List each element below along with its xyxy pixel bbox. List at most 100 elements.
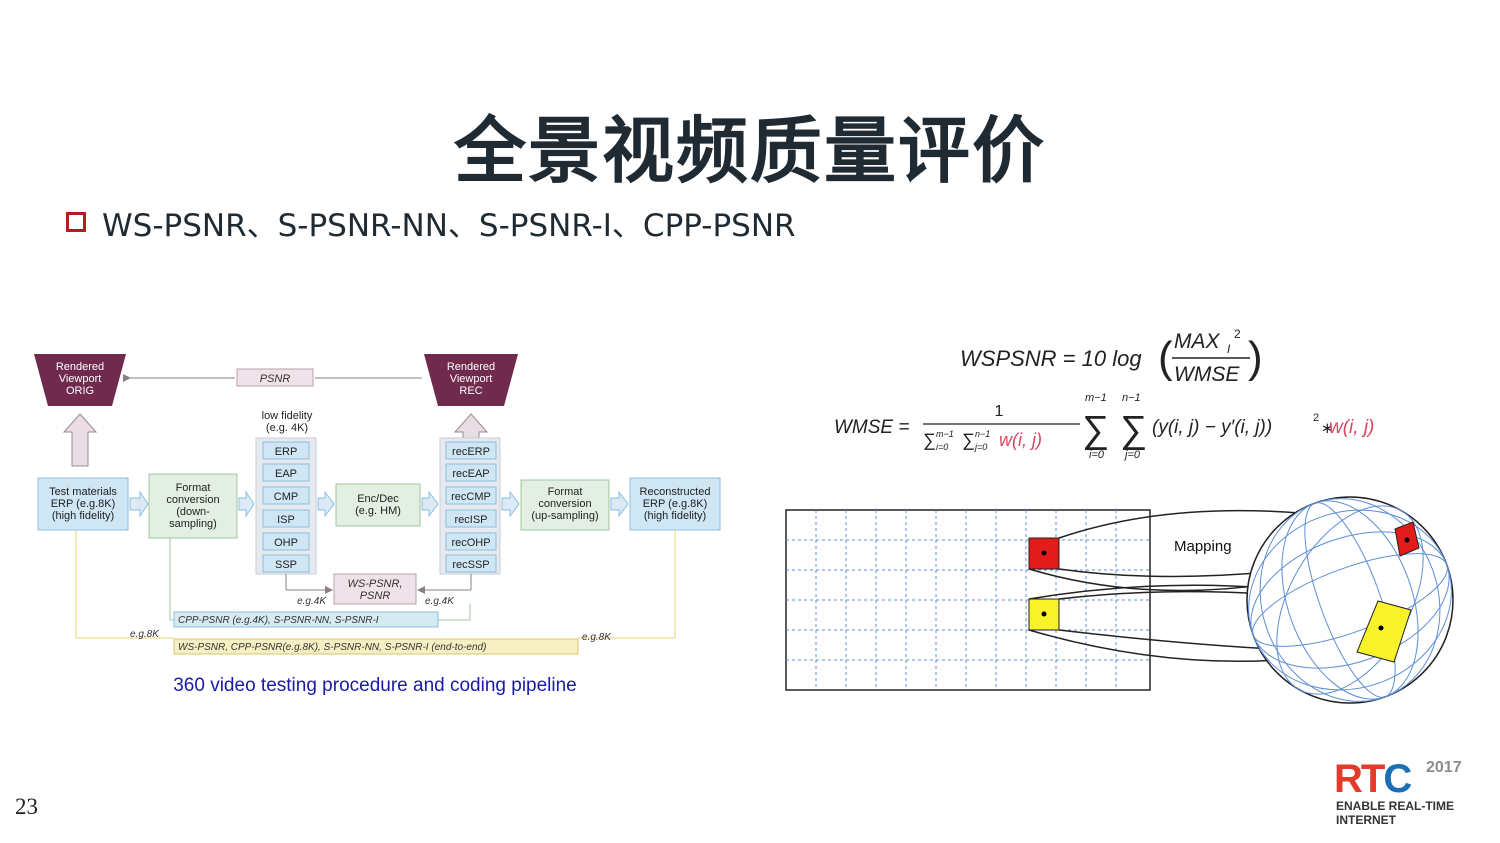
numerator-one: 1 xyxy=(995,403,1004,420)
format-rec-erp: recERP xyxy=(445,441,497,460)
rec-format-label: recISP xyxy=(454,514,487,526)
encdec-box: Enc/Dec (e.g. HM) xyxy=(335,483,421,527)
ws-psnr-line-2: PSNR xyxy=(360,590,391,602)
ws-end-to-end-box: WS-PSNR, CPP-PSNR(e.g.8K), S-PSNR-NN, S-… xyxy=(173,638,579,655)
format-label: ISP xyxy=(277,514,295,526)
up-arrow-left-icon xyxy=(62,413,98,467)
arrow-right-icon xyxy=(238,490,255,518)
orig-viewport-box: Rendered Viewport ORIG xyxy=(34,354,126,406)
yellow-patch-sphere xyxy=(1356,600,1412,663)
max-sub: I xyxy=(1227,342,1231,356)
rec-viewport-line-3: REC xyxy=(459,385,482,397)
den-sum-j-sub: j=0 xyxy=(974,442,987,452)
cpp-psnr-box: CPP-PSNR (e.g.4K), S-PSNR-NN, S-PSNR-I xyxy=(173,611,439,628)
orig-viewport-line-2: Viewport xyxy=(59,373,102,385)
den-sum-j-sup: n−1 xyxy=(975,429,990,439)
reconstructed-line-3: (high fidelity) xyxy=(644,510,706,522)
arrow-right-icon xyxy=(501,490,520,518)
format-isp: ISP xyxy=(262,509,310,528)
format-eap: EAP xyxy=(262,463,310,482)
coding-pipeline-diagram: Rendered Viewport ORIG Rendered Viewport… xyxy=(34,354,721,696)
den-sum-i-sup: m−1 xyxy=(936,429,954,439)
psnr-label: PSNR xyxy=(260,373,291,385)
rtc-logo-c: C xyxy=(1383,757,1412,801)
arrow-right-icon xyxy=(317,490,335,518)
format-rec-ohp: recOHP xyxy=(445,532,497,551)
big-sum-i-sub: i=0 xyxy=(1089,449,1105,461)
page-title: 全景视频质量评价 xyxy=(453,109,1046,193)
format-down-line-1: Format xyxy=(176,482,211,494)
rtc-logo-r: R xyxy=(1334,757,1363,801)
cpp-psnr-label: CPP-PSNR (e.g.4K), S-PSNR-NN, S-PSNR-I xyxy=(178,615,379,626)
format-label: SSP xyxy=(275,559,297,571)
format-rec-isp: recISP xyxy=(445,509,497,528)
format-label: EAP xyxy=(275,468,297,480)
ws-psnr-line-1: WS-PSNR, xyxy=(348,578,403,590)
square-bullet-icon xyxy=(66,212,86,232)
format-down-line-3: (down- xyxy=(176,506,210,518)
big-sum-j: ∑ xyxy=(1120,409,1147,451)
den-sum-i-sub: i=0 xyxy=(936,442,948,452)
wmse-denominator: WMSE xyxy=(1174,363,1240,386)
rec-viewport-line-2: Viewport xyxy=(450,373,493,385)
test-materials-box: Test materials ERP (e.g.8K) (high fideli… xyxy=(37,477,129,531)
format-rec-ssp: recSSP xyxy=(445,554,497,573)
reconstructed-box: Reconstructed ERP (e.g.8K) (high fidelit… xyxy=(629,477,721,531)
big-sum-j-sub: j=0 xyxy=(1123,449,1141,461)
format-rec-eap: recEAP xyxy=(445,463,497,482)
rtc-logo-mark: RTC xyxy=(1334,757,1412,802)
left-paren: ( xyxy=(1158,333,1173,382)
page-number: 23 xyxy=(15,794,38,819)
mapping-label: Mapping xyxy=(1174,538,1232,555)
rtc-logo-year: 2017 xyxy=(1426,759,1462,776)
format-cmp: CMP xyxy=(262,486,310,505)
eg8k-left-label: e.g.8K xyxy=(130,629,160,640)
big-sum-i-sup: m−1 xyxy=(1085,392,1107,404)
arrow-right-icon xyxy=(610,490,629,518)
weight-term-den: w(i, j) xyxy=(999,430,1042,450)
reconstructed-line-2: ERP (e.g.8K) xyxy=(643,498,708,510)
rec-format-stack xyxy=(439,437,501,575)
arrow-right-icon xyxy=(421,490,439,518)
eg4k-left-label: e.g.4K xyxy=(297,596,327,607)
rec-format-label: recEAP xyxy=(452,468,489,480)
orig-viewport-line-1: Rendered xyxy=(56,361,104,373)
format-label: CMP xyxy=(274,491,298,503)
rtc-tagline-line-1: ENABLE REAL-TIME xyxy=(1336,799,1454,813)
big-sum-i: ∑ xyxy=(1082,409,1109,451)
format-up-line-3: (up-sampling) xyxy=(531,510,598,522)
eg4k-right-label: e.g.4K xyxy=(425,596,455,607)
format-down-box: Format conversion (down- sampling) xyxy=(148,473,238,539)
format-up-box: Format conversion (up-sampling) xyxy=(520,479,610,531)
encdec-line-2: (e.g. HM) xyxy=(355,505,401,517)
big-sum-j-sup: n−1 xyxy=(1122,392,1141,404)
low-fidelity-line-2: (e.g. 4K) xyxy=(266,422,308,434)
max-sup: 2 xyxy=(1234,327,1241,341)
ws-psnr-formula-and-mapping: WSPSNR = 10 log ( MAX I 2 WMSE ) WMSE = … xyxy=(785,327,1454,704)
test-materials-line-3: (high fidelity) xyxy=(52,510,114,522)
diff-sup: 2 xyxy=(1313,412,1319,424)
eg8k-right-label: e.g.8K xyxy=(582,632,612,643)
wmse-lhs: WMSE = xyxy=(834,417,909,438)
max-term: MAX xyxy=(1174,330,1221,353)
rec-viewport-box: Rendered Viewport REC xyxy=(424,354,518,406)
weight-term: w(i, j) xyxy=(1329,417,1374,438)
arrow-right-icon xyxy=(129,490,149,518)
rec-format-label: recSSP xyxy=(452,559,489,571)
up-arrow-right-icon xyxy=(453,413,489,441)
format-rec-cmp: recCMP xyxy=(445,486,497,505)
format-down-line-4: sampling) xyxy=(169,518,217,530)
rtc-logo: RTC 2017 ENABLE REAL-TIME INTERNET xyxy=(1334,757,1474,827)
bullet-item: WS-PSNR、S-PSNR-NN、S-PSNR-I、CPP-PSNR xyxy=(66,204,796,244)
rec-format-label: recCMP xyxy=(451,491,491,503)
rtc-logo-tagline: ENABLE REAL-TIME INTERNET xyxy=(1336,799,1476,827)
format-stack xyxy=(255,437,317,575)
test-materials-line-2: ERP (e.g.8K) xyxy=(51,498,116,510)
low-fidelity-line-1: low fidelity xyxy=(262,410,313,422)
wmse-formula: WMSE = 1 ∑ m−1 i=0 ∑ n−1 j=0 w(i, j) m−1… xyxy=(834,392,1374,461)
rtc-tagline-line-2: INTERNET xyxy=(1336,813,1396,827)
wspsnr-lhs: WSPSNR = 10 log xyxy=(960,346,1142,371)
encdec-line-1: Enc/Dec xyxy=(357,493,399,505)
format-up-line-1: Format xyxy=(548,486,583,498)
bullet-text: WS-PSNR、S-PSNR-NN、S-PSNR-I、CPP-PSNR xyxy=(102,207,796,244)
